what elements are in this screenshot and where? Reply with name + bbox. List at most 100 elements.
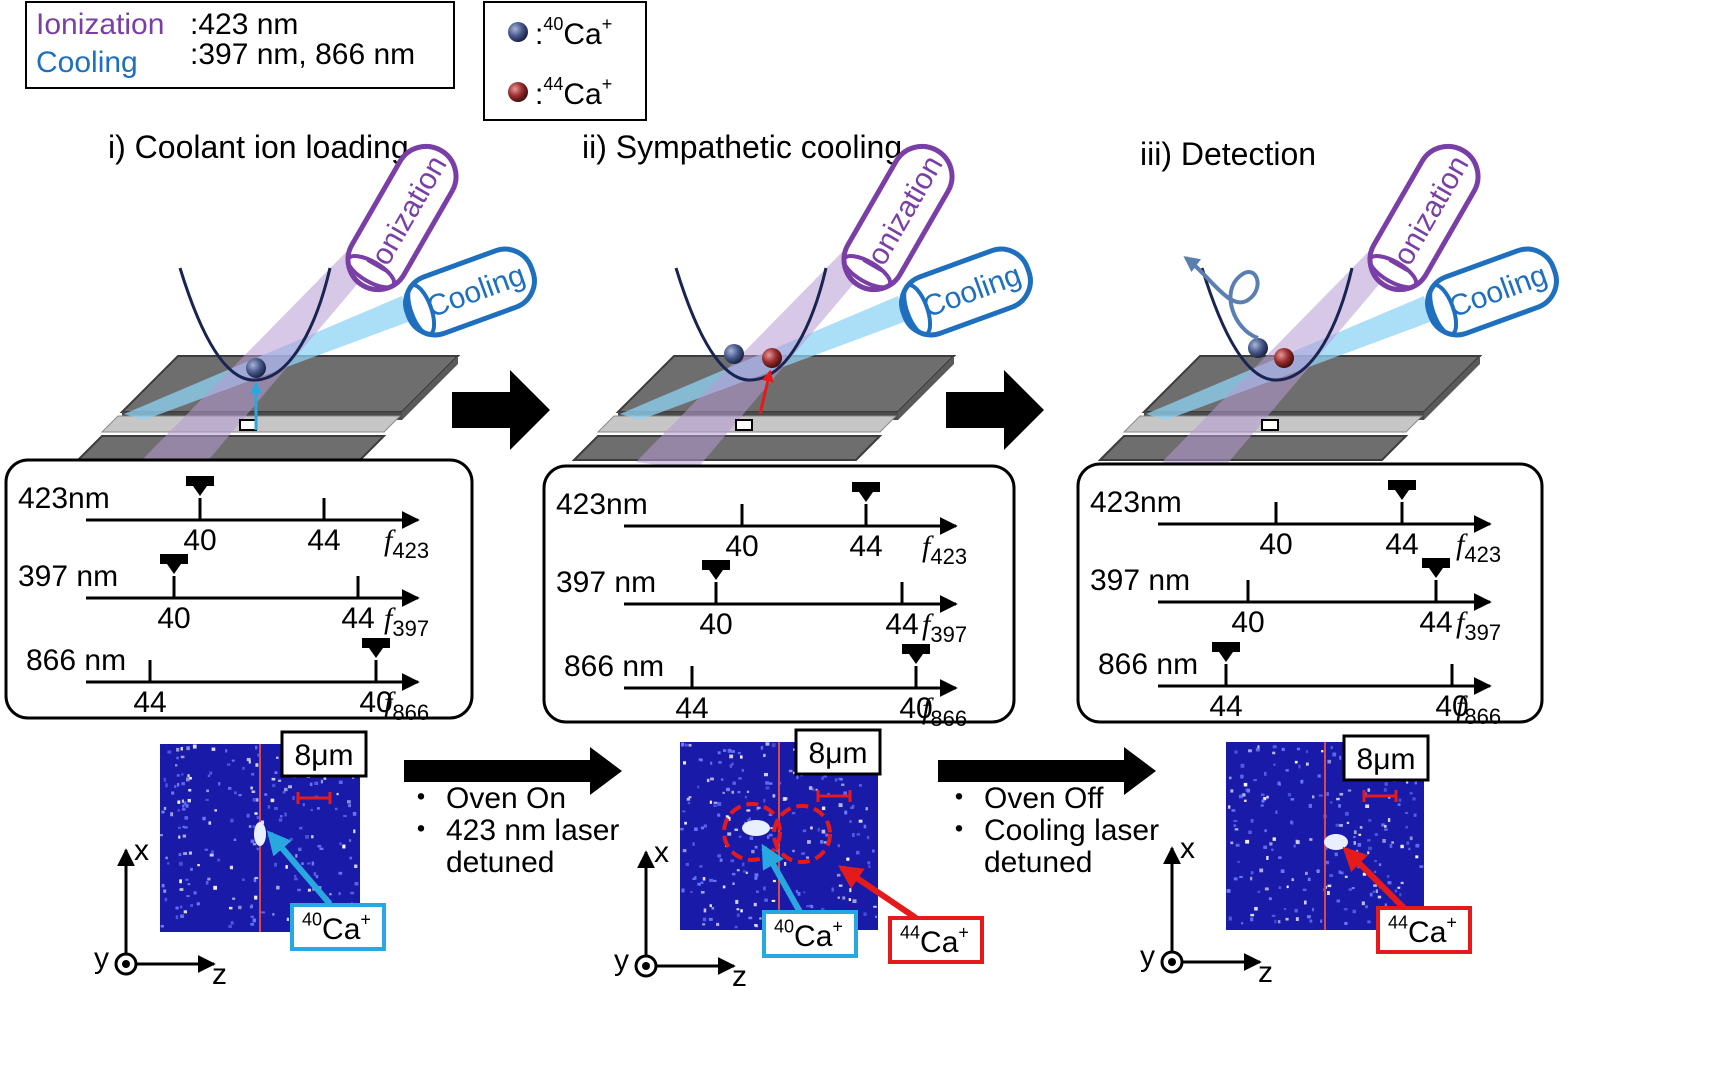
isotope-label: 44 — [307, 524, 340, 557]
noise-pixel — [1278, 886, 1282, 890]
noise-pixel — [735, 899, 739, 904]
isotope-label: 40 — [699, 608, 732, 641]
noise-pixel — [163, 889, 167, 893]
noise-pixel — [700, 826, 705, 830]
noise-pixel — [294, 874, 297, 878]
noise-pixel — [771, 743, 776, 748]
noise-pixel — [1264, 771, 1267, 776]
cooling-tube-body — [403, 246, 537, 338]
noise-pixel — [256, 798, 259, 802]
ion-ring-40 — [722, 802, 782, 862]
noise-pixel — [178, 826, 181, 829]
noise-pixel — [167, 750, 172, 754]
ion-pointer-arrow — [838, 865, 918, 921]
noise-pixel — [234, 791, 237, 795]
noise-pixel — [1318, 794, 1323, 797]
frequency-box — [1076, 462, 1544, 724]
transition-arrow-2 — [938, 747, 1156, 795]
frequency-axis-label-sub: 423 — [1464, 542, 1501, 567]
cooling-tube: Cooling — [1425, 246, 1559, 338]
noise-pixel — [1365, 804, 1370, 808]
noise-pixel — [838, 884, 843, 887]
laser-marker-icon — [160, 554, 188, 574]
noise-pixel — [183, 801, 187, 806]
noise-pixel — [1291, 820, 1294, 825]
noise-pixel — [1400, 844, 1404, 849]
isotope-label: 44 — [675, 692, 708, 725]
noise-pixel — [699, 865, 703, 868]
noise-pixel — [1253, 779, 1257, 782]
noise-pixel — [211, 850, 214, 855]
noise-pixel — [1339, 792, 1344, 796]
noise-pixel — [745, 871, 748, 875]
noise-pixel — [823, 775, 828, 778]
noise-pixel — [288, 785, 293, 789]
noise-pixel — [1391, 841, 1395, 844]
x-axis-label: x — [1180, 832, 1195, 865]
noise-pixel — [858, 784, 862, 787]
noise-pixel — [713, 804, 717, 807]
noise-pixel — [181, 773, 184, 776]
noise-pixel — [286, 917, 289, 921]
noise-pixel — [1326, 792, 1329, 796]
noise-pixel — [1257, 745, 1260, 750]
noise-pixel — [732, 781, 736, 785]
noise-pixel — [763, 772, 768, 777]
noise-pixel — [193, 891, 197, 895]
noise-pixel — [1230, 841, 1234, 845]
noise-pixel — [180, 746, 183, 751]
noise-pixel — [1246, 788, 1251, 793]
noise-pixel — [165, 783, 168, 788]
noise-pixel — [737, 790, 741, 794]
noise-pixel — [754, 873, 759, 877]
noise-pixel — [722, 749, 727, 752]
noise-pixel — [792, 771, 796, 775]
noise-pixel — [1290, 798, 1295, 801]
noise-pixel — [1248, 749, 1252, 753]
noise-pixel — [717, 751, 721, 755]
noise-pixel — [1307, 877, 1311, 882]
noise-pixel — [278, 779, 282, 782]
step-arrow-2 — [946, 370, 1044, 450]
transition-2-item-2: Cooling laser — [984, 814, 1159, 847]
noise-pixel — [1382, 838, 1386, 843]
noise-pixel — [1325, 860, 1330, 865]
trap-plate-top-side — [1424, 356, 1480, 420]
noise-pixel — [323, 777, 327, 780]
noise-pixel — [1367, 920, 1371, 924]
noise-pixel — [717, 854, 722, 858]
ion-label: 44Ca+ — [900, 923, 969, 960]
laser-marker-icon — [1422, 558, 1450, 578]
noise-pixel — [1226, 889, 1231, 893]
noise-pixel — [768, 833, 773, 837]
noise-pixel — [793, 748, 796, 751]
noise-pixel — [692, 842, 695, 846]
frequency-axis-label-sub: 866 — [1464, 704, 1501, 729]
noise-pixel — [311, 861, 315, 866]
noise-pixel — [185, 804, 189, 808]
noise-pixel — [225, 749, 228, 753]
noise-pixel — [176, 774, 180, 777]
noise-pixel — [710, 777, 714, 781]
step-arrow-1 — [452, 370, 550, 450]
noise-pixel — [1339, 755, 1342, 760]
noise-pixel — [681, 888, 685, 893]
noise-pixel — [680, 827, 684, 831]
frequency-line-label: 397 nm — [1090, 564, 1190, 597]
noise-pixel — [754, 924, 757, 927]
noise-pixel — [815, 788, 818, 792]
potential-well — [674, 267, 828, 382]
noise-pixel — [217, 858, 221, 862]
noise-pixel — [252, 825, 256, 828]
trap-plate-bottom — [75, 435, 387, 461]
noise-pixel — [1278, 856, 1282, 859]
noise-pixel — [821, 829, 826, 834]
ion-spot — [742, 820, 770, 836]
noise-pixel — [277, 835, 281, 839]
ion-44 — [762, 348, 782, 368]
noise-pixel — [711, 907, 715, 910]
noise-pixel — [202, 816, 206, 821]
noise-pixel — [183, 826, 188, 829]
